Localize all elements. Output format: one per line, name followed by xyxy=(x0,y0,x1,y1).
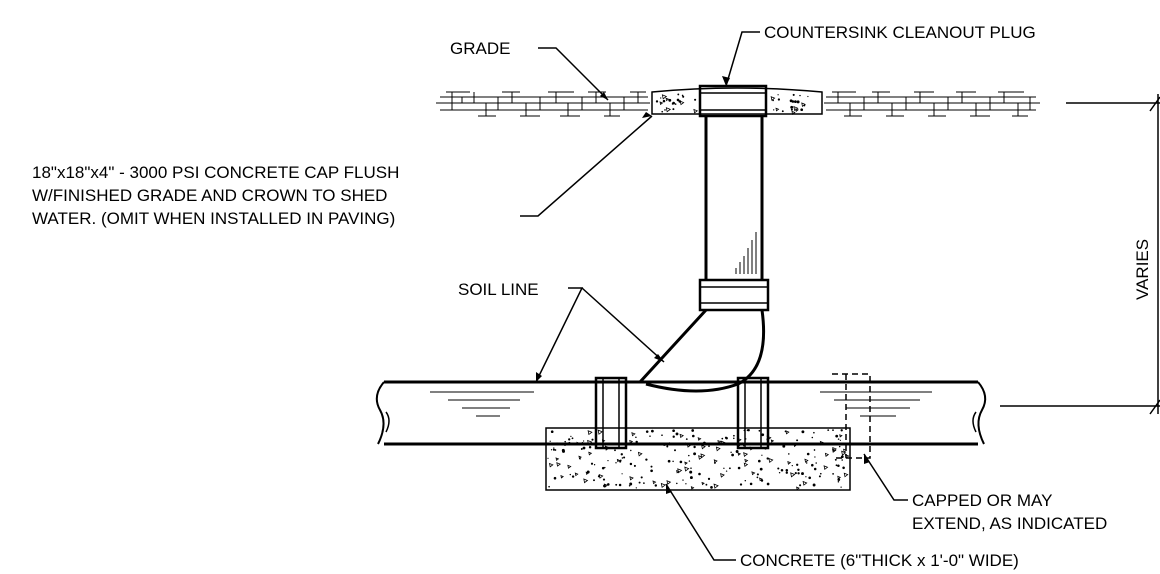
capped-label-line1: CAPPED OR MAY xyxy=(912,491,1052,510)
main-pipe-hub-left xyxy=(594,376,628,450)
soil-line-label: SOIL LINE xyxy=(458,280,539,299)
varies-label: VARIES xyxy=(1133,239,1152,300)
main-pipe-hub-right xyxy=(736,376,770,450)
cap-label-line1: 18"x18"x4" - 3000 PSI CONCRETE CAP FLUSH xyxy=(32,163,399,182)
leader-soil-line xyxy=(535,287,665,383)
capped-end-dashed xyxy=(832,373,871,459)
concrete-base xyxy=(545,427,851,491)
arrow-capped xyxy=(864,454,870,464)
arrowheads xyxy=(536,76,870,494)
arrow-cap xyxy=(642,112,652,118)
leader-concrete xyxy=(665,483,736,561)
cap-label-line2: W/FINISHED GRADE AND CROWN TO SHED xyxy=(32,186,387,205)
concrete-label: CONCRETE (6"THICK x 1'-0" WIDE) xyxy=(740,551,1019,570)
cap-label-line3: WATER. (OMIT WHEN INSTALLED IN PAVING) xyxy=(32,209,395,228)
concrete-cap xyxy=(651,87,823,115)
leader-cap xyxy=(520,115,653,217)
arrow-soil-elbow xyxy=(654,354,664,362)
arrow-grade xyxy=(600,92,608,100)
capped-label-line2: EXTEND, AS INDICATED xyxy=(912,514,1107,533)
leader-grade xyxy=(538,47,609,101)
leader-capped xyxy=(863,453,908,501)
arrow-cleanout xyxy=(722,76,730,86)
dimension-varies xyxy=(1000,94,1160,415)
grade-hatch-left xyxy=(436,91,650,117)
leader-cleanout xyxy=(725,31,760,87)
arrow-soil-main xyxy=(536,372,542,382)
riser-pipe xyxy=(698,84,770,312)
cleanout-plug-label: COUNTERSINK CLEANOUT PLUG xyxy=(764,23,1036,42)
arrow-concrete xyxy=(666,484,672,494)
grade-hatch-right xyxy=(824,91,1040,117)
grade-label: GRADE xyxy=(450,39,510,58)
